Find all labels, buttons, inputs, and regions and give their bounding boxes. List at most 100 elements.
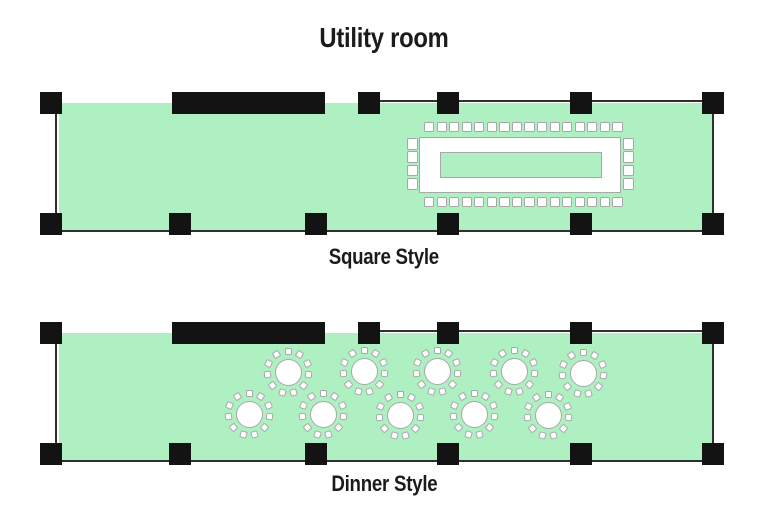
chair <box>474 197 485 207</box>
pillar <box>702 213 724 235</box>
pillar <box>169 213 191 235</box>
chair <box>407 138 418 150</box>
pillar <box>702 443 724 465</box>
chair <box>612 122 623 132</box>
chair <box>562 197 573 207</box>
chair <box>353 386 363 396</box>
round-table <box>534 401 562 429</box>
chair <box>623 151 634 163</box>
chair <box>572 388 582 398</box>
pillar <box>305 213 327 235</box>
chair <box>499 197 510 207</box>
chair <box>623 138 634 150</box>
round-table <box>500 357 528 385</box>
chair <box>579 348 587 356</box>
pillar <box>570 322 592 344</box>
chair <box>536 122 548 132</box>
page-title: Utility room <box>0 22 768 54</box>
round-table <box>309 400 337 428</box>
chair <box>433 346 441 354</box>
chair <box>407 178 418 190</box>
chair <box>426 386 436 396</box>
chair <box>549 197 560 207</box>
chair <box>277 387 287 397</box>
chair <box>407 151 418 163</box>
room-label-square-text: Square Style <box>328 244 440 269</box>
chair <box>312 429 322 439</box>
pillar <box>570 92 592 114</box>
chair <box>319 389 327 397</box>
wall-top-line <box>369 330 714 332</box>
chair <box>436 122 447 132</box>
entrance-bar <box>172 322 325 344</box>
wall-top-line <box>369 100 714 102</box>
chair <box>574 122 585 132</box>
room-label-dinner: Dinner Style <box>0 471 768 497</box>
pillar <box>40 443 62 465</box>
chair <box>510 346 518 354</box>
chair <box>536 197 548 207</box>
chair <box>574 197 585 207</box>
pillar <box>437 213 459 235</box>
chair <box>424 197 435 207</box>
round-table <box>423 357 451 385</box>
chair <box>449 122 460 132</box>
chair <box>360 346 368 354</box>
pillar <box>40 213 62 235</box>
pillar <box>570 213 592 235</box>
pillar <box>702 92 724 114</box>
round-table <box>350 357 378 385</box>
pillar <box>437 322 459 344</box>
pillar <box>358 92 380 114</box>
pillar <box>437 92 459 114</box>
chair <box>407 164 418 177</box>
round-table <box>386 401 414 429</box>
chair <box>511 197 523 207</box>
pillar <box>437 443 459 465</box>
chair <box>623 178 634 190</box>
chair <box>524 122 535 132</box>
round-table <box>460 400 488 428</box>
room-label-dinner-text: Dinner Style <box>330 471 438 496</box>
wall-left-line <box>55 333 57 461</box>
chair <box>284 347 292 355</box>
chair <box>599 197 610 207</box>
pillar <box>40 92 62 114</box>
chair <box>238 429 248 439</box>
pillar <box>305 443 327 465</box>
chair <box>599 122 610 132</box>
wall-bottom-line <box>45 460 722 462</box>
wall-left-line <box>55 103 57 231</box>
wall-right-line <box>712 103 714 231</box>
wall-right-line <box>712 333 714 461</box>
chair <box>389 430 399 440</box>
pillar <box>570 443 592 465</box>
chair <box>544 390 552 398</box>
pillar <box>40 322 62 344</box>
chair <box>474 122 485 132</box>
entrance-bar <box>172 92 325 114</box>
chair <box>461 197 472 207</box>
pillar <box>169 443 191 465</box>
chair <box>537 430 547 440</box>
round-table <box>569 359 597 387</box>
chair <box>470 389 478 397</box>
chair <box>424 122 435 132</box>
chair <box>486 197 498 207</box>
chair <box>463 429 473 439</box>
chair <box>623 164 634 177</box>
chair <box>449 197 460 207</box>
chair <box>436 197 447 207</box>
chair <box>461 122 472 132</box>
round-table <box>235 400 263 428</box>
pillar <box>358 322 380 344</box>
chair <box>245 389 253 397</box>
chair <box>396 390 404 398</box>
conference-table-center <box>440 152 602 178</box>
chair <box>587 197 598 207</box>
chair <box>549 122 560 132</box>
page-title-text: Utility room <box>319 22 449 53</box>
